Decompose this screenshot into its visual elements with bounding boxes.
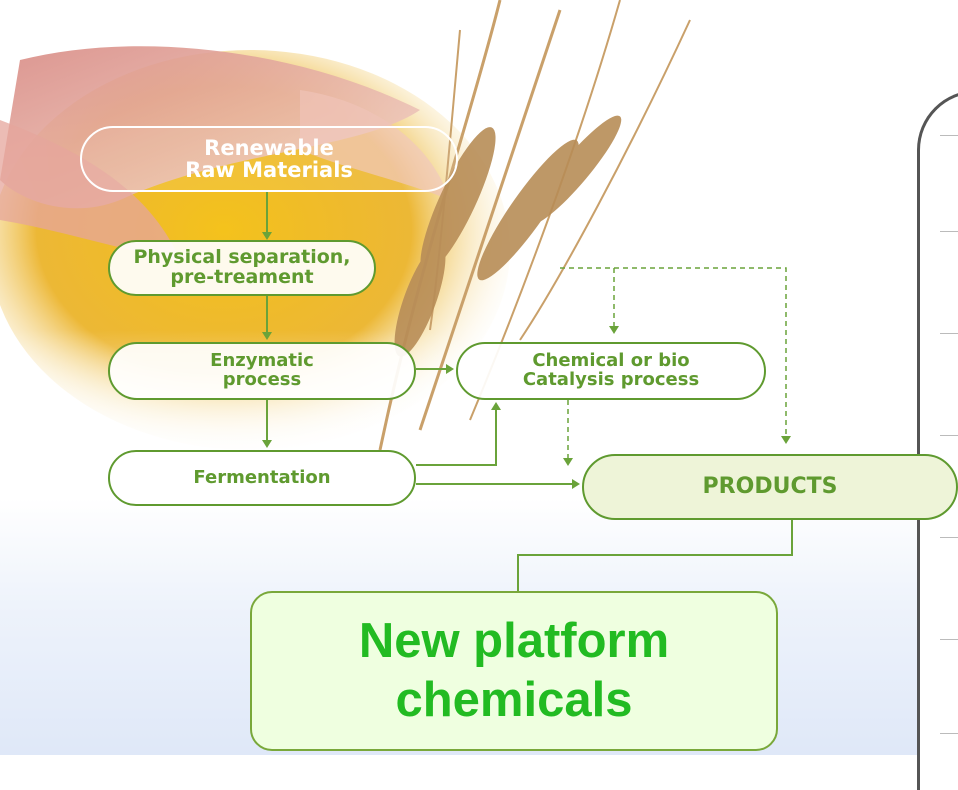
panel-divider (940, 135, 958, 136)
panel-divider (940, 231, 958, 232)
panel-divider (940, 537, 958, 538)
panel-divider (940, 639, 958, 640)
node-products: PRODUCTS (582, 454, 958, 520)
panel-divider (940, 435, 958, 436)
node-raw-materials: Renewable Raw Materials (80, 126, 458, 192)
panel-divider (940, 733, 958, 734)
right-panel (917, 90, 958, 790)
node-catalysis-process: Chemical or bio Catalysis process (456, 342, 766, 400)
node-physical-separation: Physical separation, pre-treament (108, 240, 376, 296)
node-enzymatic-process: Enzymatic process (108, 342, 416, 400)
callout-new-platform-chemicals: New platform chemicals (250, 591, 778, 751)
panel-divider (940, 333, 958, 334)
node-fermentation: Fermentation (108, 450, 416, 506)
